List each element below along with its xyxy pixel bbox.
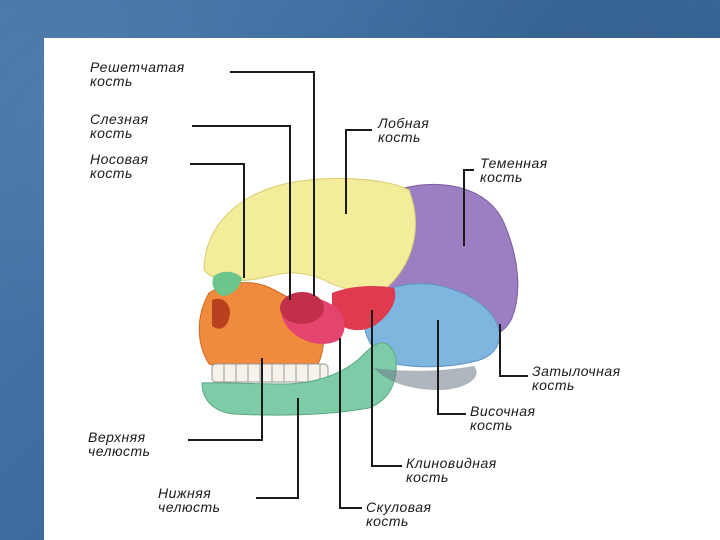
orbit xyxy=(280,292,324,324)
label-temporal-line2: кость xyxy=(470,418,536,432)
teeth xyxy=(212,364,328,382)
label-maxilla: Верхняя челюсть xyxy=(88,430,151,458)
label-ethmoid-line2: кость xyxy=(90,74,185,88)
label-sphenoid: Клиновидная кость xyxy=(406,456,497,484)
label-occipital: Затылочная кость xyxy=(532,364,621,392)
label-ethmoid-line1: Решетчатая xyxy=(90,60,185,74)
leader-occipital xyxy=(500,324,528,376)
label-frontal-line2: кость xyxy=(378,130,429,144)
label-mandible: Нижняя челюсть xyxy=(158,486,221,514)
label-nasal-line1: Носовая xyxy=(90,152,148,166)
label-parietal: Теменная кость xyxy=(480,156,548,184)
label-nasal-line2: кость xyxy=(90,166,148,180)
label-frontal: Лобная кость xyxy=(378,116,429,144)
label-occipital-line1: Затылочная xyxy=(532,364,621,378)
label-maxilla-line2: челюсть xyxy=(88,444,151,458)
label-ethmoid: Решетчатая кость xyxy=(90,60,185,88)
label-lacrimal-line2: кость xyxy=(90,126,149,140)
label-temporal: Височная кость xyxy=(470,404,536,432)
label-nasal: Носовая кость xyxy=(90,152,148,180)
label-maxilla-line1: Верхняя xyxy=(88,430,151,444)
label-mandible-line2: челюсть xyxy=(158,500,221,514)
label-mandible-line1: Нижняя xyxy=(158,486,221,500)
label-temporal-line1: Височная xyxy=(470,404,536,418)
label-sphenoid-line1: Клиновидная xyxy=(406,456,497,470)
label-lacrimal-line1: Слезная xyxy=(90,112,149,126)
label-parietal-line2: кость xyxy=(480,170,548,184)
label-occipital-line2: кость xyxy=(532,378,621,392)
label-parietal-line1: Теменная xyxy=(480,156,548,170)
label-frontal-line1: Лобная xyxy=(378,116,429,130)
label-zygomatic: Скуловая кость xyxy=(366,500,432,528)
label-lacrimal: Слезная кость xyxy=(90,112,149,140)
label-zygomatic-line1: Скуловая xyxy=(366,500,432,514)
label-zygomatic-line2: кость xyxy=(366,514,432,528)
content-panel: Решетчатая кость Слезная кость Носовая к… xyxy=(44,38,720,540)
label-sphenoid-line2: кость xyxy=(406,470,497,484)
